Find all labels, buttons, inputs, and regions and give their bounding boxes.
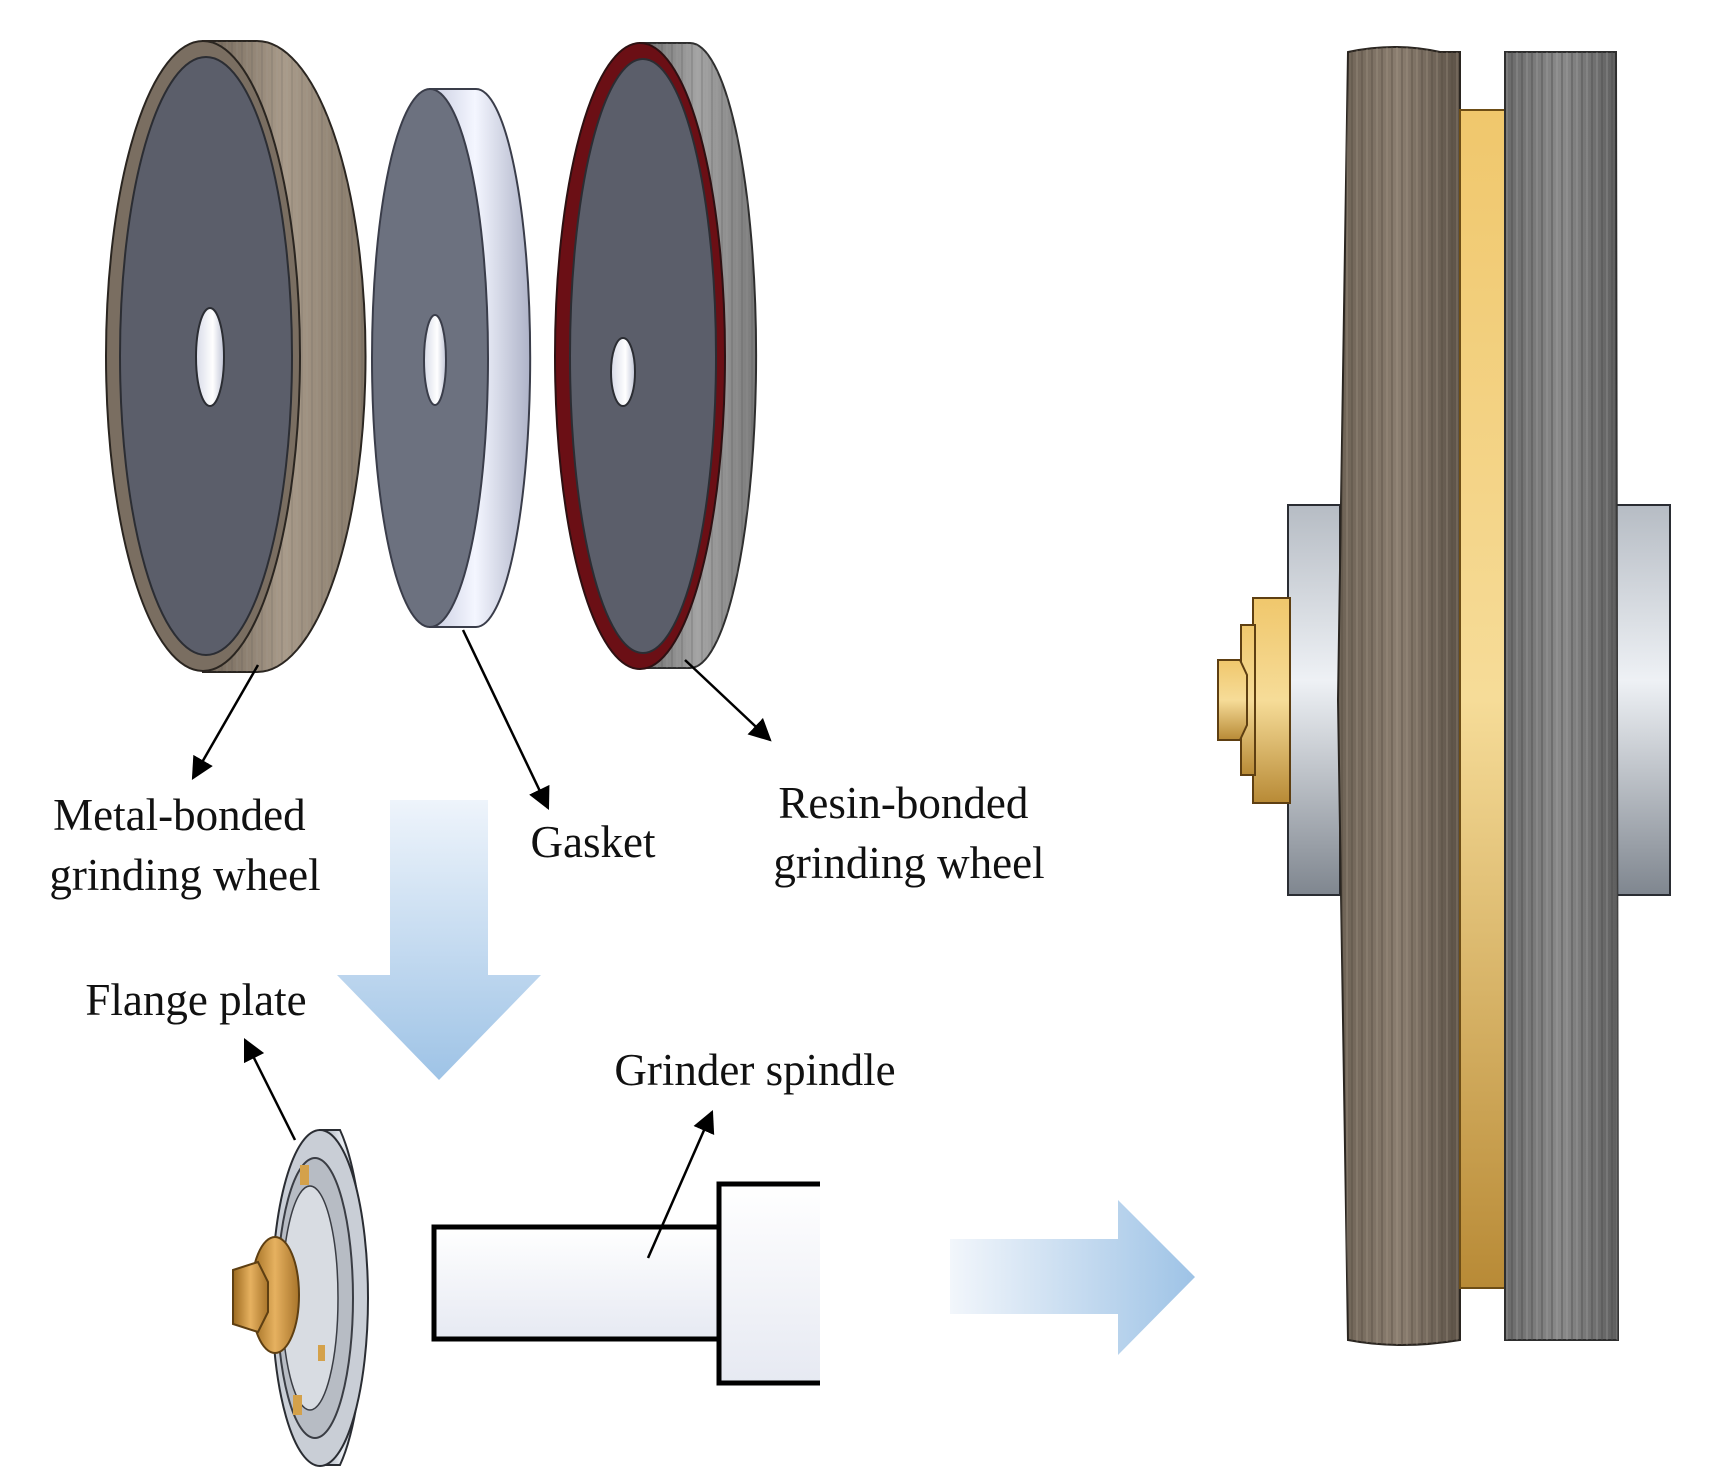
flange-hex-nut	[232, 1260, 269, 1334]
resin-wheel-leader-arrow	[684, 659, 772, 742]
metal-wheel-label: Metal-bonded grinding wheel	[49, 790, 320, 900]
gasket-hole	[423, 314, 447, 406]
metal-wheel-label-line2: grinding wheel	[49, 850, 320, 900]
flange-plate-leader-arrow	[243, 1037, 297, 1141]
gasket-leader-arrow	[461, 629, 550, 811]
grinder-spindle	[431, 1181, 820, 1386]
flange-bolt-slot-2	[293, 1395, 302, 1415]
assembled-resin-wheel-texture	[1505, 52, 1618, 1340]
spindle-collar	[716, 1181, 820, 1386]
right-flow-arrow	[950, 1200, 1195, 1355]
grinder-spindle-leader-arrow	[646, 1109, 715, 1259]
gasket-label: Gasket	[531, 817, 656, 867]
flange-plate-label: Flange plate	[85, 975, 306, 1025]
flange-bolt-slot-1	[300, 1165, 309, 1185]
metal-wheel-hole	[195, 307, 225, 407]
flange-bolt-slot-3	[318, 1345, 325, 1361]
grinder-spindle-label: Grinder spindle	[614, 1045, 895, 1095]
resin-wheel-hole	[610, 337, 636, 407]
assembled-hex-nut	[1217, 659, 1248, 741]
assembled-gasket	[1459, 109, 1511, 1289]
resin-bonded-wheel	[554, 42, 758, 670]
assembled-metal-wheel-texture	[1338, 47, 1460, 1345]
assembled-left-hub	[1287, 504, 1341, 896]
assembled-brass-flange-outer	[1252, 597, 1291, 804]
metal-wheel-label-line1: Metal-bonded	[53, 790, 305, 840]
gasket-disc	[371, 88, 532, 628]
resin-wheel-label: Resin-bonded grinding wheel	[773, 778, 1044, 888]
resin-wheel-label-line2: grinding wheel	[773, 838, 1044, 888]
assembled-right-hub	[1609, 504, 1671, 896]
assembled-wheel-set	[1217, 46, 1671, 1346]
down-flow-arrow	[337, 800, 541, 1080]
metal-wheel-leader-arrow	[191, 664, 260, 780]
metal-bonded-wheel	[105, 40, 367, 673]
resin-wheel-face	[569, 58, 717, 654]
flange-plate	[232, 1129, 369, 1467]
resin-wheel-label-line1: Resin-bonded	[778, 778, 1028, 828]
spindle-shaft	[431, 1224, 722, 1342]
